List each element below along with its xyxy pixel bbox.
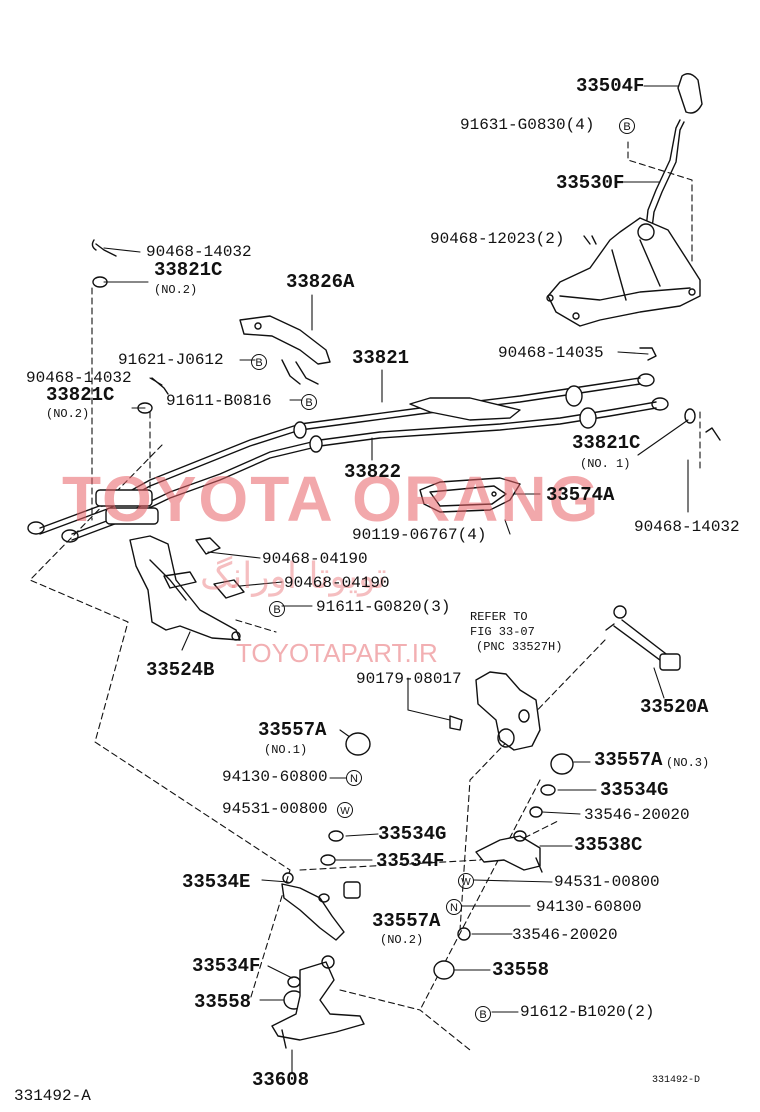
svg-text:B: B bbox=[623, 121, 630, 133]
lever-33538c bbox=[475, 830, 543, 873]
label-33821: 33821 bbox=[352, 347, 410, 369]
label-33524b: 33524B bbox=[146, 659, 215, 681]
label-33822: 33822 bbox=[344, 461, 402, 483]
label-33558-right: 33558 bbox=[492, 959, 550, 981]
label-refer-fig: FIG 33-07 bbox=[470, 625, 535, 639]
label-33557a-no3: 33557A bbox=[594, 749, 663, 771]
label-33534g-mid: 33534G bbox=[378, 823, 447, 845]
lever-33534e bbox=[281, 872, 345, 941]
label-33821c-right: 33821C bbox=[572, 432, 641, 454]
bushings-washers bbox=[283, 732, 574, 1010]
label-no1-right: (NO. 1) bbox=[580, 457, 631, 471]
label-90468-04190-b: 90468-04190 bbox=[284, 574, 390, 592]
label-refer-pnc: (PNC 33527H) bbox=[476, 640, 563, 654]
shift-lever-assembly bbox=[546, 73, 703, 327]
badge-n-94130-bot: N bbox=[446, 899, 462, 915]
label-33534e: 33534E bbox=[182, 871, 251, 893]
badge-w-94531-bot: W bbox=[458, 873, 474, 889]
label-33574a: 33574A bbox=[546, 484, 615, 506]
shift-cables bbox=[27, 373, 669, 543]
figure-code-left: 331492-A bbox=[14, 1087, 91, 1105]
badge-b-91621: B bbox=[251, 354, 267, 370]
label-33538c: 33538C bbox=[574, 834, 643, 856]
svg-text:N: N bbox=[350, 773, 358, 785]
clip-parts bbox=[91, 239, 721, 441]
label-33546-20020-bot: 33546-20020 bbox=[512, 926, 618, 944]
label-94531-00800-bot: 94531-00800 bbox=[554, 873, 660, 891]
label-94130-60800-top: 94130-60800 bbox=[222, 768, 328, 786]
label-33821c-left: 33821C bbox=[46, 384, 115, 406]
figure-code-right: 331492-D bbox=[652, 1075, 701, 1086]
label-33826a: 33826A bbox=[286, 271, 355, 293]
label-90468-04190-a: 90468-04190 bbox=[262, 550, 368, 568]
label-33504f: 33504F bbox=[576, 75, 645, 97]
label-no1-557: (NO.1) bbox=[264, 743, 308, 757]
label-91631-g0830: 91631-G0830(4) bbox=[460, 116, 595, 134]
watermark-farsi: تويوتا اورانگ bbox=[200, 556, 387, 597]
badge-b-91612: B bbox=[475, 1006, 491, 1022]
label-90468-14032-right: 90468-14032 bbox=[634, 518, 740, 536]
label-94531-00800-top: 94531-00800 bbox=[222, 800, 328, 818]
bracket-33608 bbox=[271, 955, 365, 1049]
label-90468-14032-left: 90468-14032 bbox=[26, 369, 132, 387]
link-rod-33520a bbox=[605, 605, 681, 671]
watermark-url: TOYOTAPART.IR bbox=[236, 638, 438, 668]
label-91611-b0816: 91611-B0816 bbox=[166, 392, 272, 410]
label-refer-to: REFER TO bbox=[470, 610, 528, 624]
label-no2-top: (NO.2) bbox=[154, 283, 198, 297]
svg-text:B: B bbox=[255, 357, 262, 369]
svg-text:B: B bbox=[273, 604, 280, 616]
label-90468-14035: 90468-14035 bbox=[498, 344, 604, 362]
label-33520a: 33520A bbox=[640, 696, 709, 718]
label-33821c-top: 33821C bbox=[154, 259, 223, 281]
badge-b-91631: B bbox=[619, 118, 635, 134]
label-91611-g0820: 91611-G0820(3) bbox=[316, 598, 451, 616]
label-91612-b1020: 91612-B1020(2) bbox=[520, 1003, 655, 1021]
label-90468-14032-top: 90468-14032 bbox=[146, 243, 252, 261]
housing-33527h bbox=[449, 671, 541, 751]
label-90119-06767: 90119-06767(4) bbox=[352, 526, 487, 544]
badge-b-91611-g0820: B bbox=[269, 601, 285, 617]
label-90468-12023: 90468-12023(2) bbox=[430, 230, 565, 248]
label-no2-557: (NO.2) bbox=[380, 933, 424, 947]
label-no3-557: (NO.3) bbox=[666, 756, 710, 770]
label-33546-20020-top: 33546-20020 bbox=[584, 806, 690, 824]
label-91621-j0612: 91621-J0612 bbox=[118, 351, 224, 369]
plate-33574a bbox=[419, 477, 521, 513]
label-33534f-mid: 33534F bbox=[376, 850, 445, 872]
badge-n-94130-top: N bbox=[346, 770, 362, 786]
svg-text:B: B bbox=[479, 1009, 486, 1021]
svg-text:N: N bbox=[450, 902, 458, 914]
bracket-33826a bbox=[239, 315, 331, 385]
label-33534f-bot: 33534F bbox=[192, 955, 261, 977]
label-94130-60800-bot: 94130-60800 bbox=[536, 898, 642, 916]
label-90179-08017: 90179-08017 bbox=[356, 670, 462, 688]
label-33534g-right: 33534G bbox=[600, 779, 669, 801]
label-33530f: 33530F bbox=[556, 172, 625, 194]
label-33557a-no1: 33557A bbox=[258, 719, 327, 741]
label-33557a-no2: 33557A bbox=[372, 910, 441, 932]
bracket-33524b bbox=[129, 535, 245, 641]
svg-text:W: W bbox=[461, 877, 471, 888]
label-33558-left: 33558 bbox=[194, 991, 252, 1013]
watermark-main: TOYOTA ORANG bbox=[62, 463, 601, 535]
svg-text:W: W bbox=[340, 806, 350, 817]
label-33608: 33608 bbox=[252, 1069, 310, 1091]
badge-b-91611-b0816: B bbox=[301, 394, 317, 410]
badge-w-94531-top: W bbox=[337, 802, 353, 818]
label-no2-left: (NO.2) bbox=[46, 407, 90, 421]
svg-text:B: B bbox=[305, 397, 312, 409]
